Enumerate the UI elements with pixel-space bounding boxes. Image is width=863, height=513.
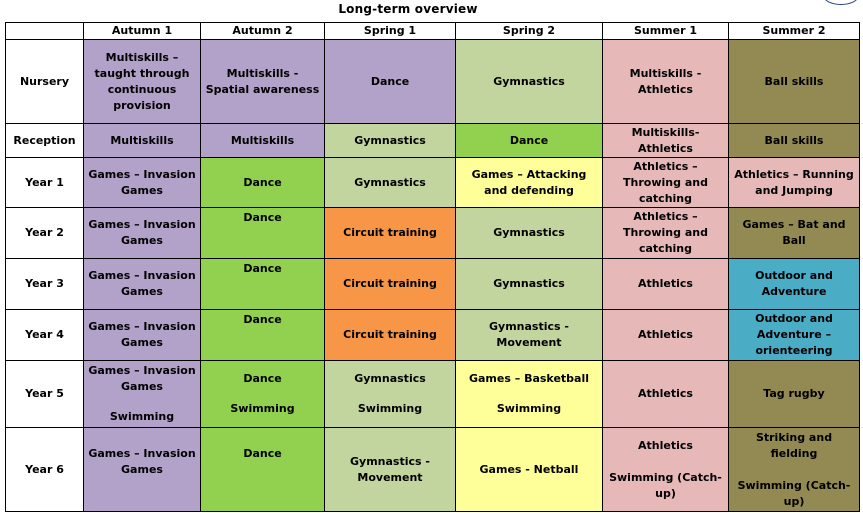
cell: Athletics [602, 309, 729, 361]
cell: Gymnastics [455, 39, 603, 124]
cell: Multiskills [83, 123, 201, 158]
table-row: Year 2 Games – Invasion Games Dance Circ… [5, 207, 860, 259]
cell-text: Games – Invasion Games [88, 364, 196, 393]
cell: Dance [200, 157, 325, 208]
cell-extra: Swimming (Catch-up) [737, 478, 851, 508]
row-label: Year 6 [5, 427, 84, 512]
cell: Athletics [602, 258, 729, 310]
table-row: Year 6 Games – Invasion Games Dance Gymn… [5, 427, 860, 512]
cell: Games – Invasion Games [83, 258, 201, 310]
cell: Dance [324, 39, 456, 124]
corner-cell [5, 22, 84, 40]
cell: Tag rugby [728, 360, 860, 428]
cell: Circuit training [324, 207, 456, 259]
cell: Games – Attacking and defending [455, 157, 603, 208]
cell: Games - Netball [455, 427, 603, 512]
row-label: Reception [5, 123, 84, 158]
cell-text: Games – Basketball [468, 372, 589, 385]
cell-text: Striking and fielding [755, 430, 833, 460]
row-label: Year 1 [5, 157, 84, 208]
cell-text: Gymnastics [354, 372, 426, 385]
cell: Athletics – Running and Jumping [728, 157, 860, 208]
term-header: Spring 2 [455, 22, 603, 40]
cell: Games – Invasion Games [83, 309, 201, 361]
table-row: Reception Multiskills Multiskills Gymnas… [5, 123, 860, 158]
cell: Games – Bat and Ball [728, 207, 860, 259]
cell-extra: Swimming [357, 402, 423, 415]
cell: Athletics [602, 360, 729, 428]
term-header: Spring 1 [324, 22, 456, 40]
cell: Games – Invasion Games [83, 157, 201, 208]
term-header: Summer 2 [728, 22, 860, 40]
cell: Outdoor and Adventure – orienteering [728, 309, 860, 361]
row-label: Year 5 [5, 360, 84, 428]
cell: Multiskills – taught through continuous … [83, 39, 201, 124]
row-label: Nursery [5, 39, 84, 124]
cell: Dance [200, 207, 325, 259]
cell-text: Athletics [638, 438, 693, 452]
term-header: Autumn 1 [83, 22, 201, 40]
cell: Gymnastics - Movement [324, 427, 456, 512]
header-row: Autumn 1 Autumn 2 Spring 1 Spring 2 Summ… [5, 22, 860, 40]
cell: Dance [200, 258, 325, 310]
cell-text: Dance [243, 372, 282, 385]
row-label: Year 3 [5, 258, 84, 310]
table-row: Year 1 Games – Invasion Games Dance Gymn… [5, 157, 860, 208]
cell: Ball skills [728, 123, 860, 158]
cell-extra: Swimming [496, 402, 562, 415]
cell: Games – Invasion Games [83, 207, 201, 259]
cell: Dance [200, 309, 325, 361]
page-title: Long-term overview [338, 2, 478, 16]
cell: Gymnastics - Movement [455, 309, 603, 361]
term-header: Summer 1 [602, 22, 729, 40]
cell: Gymnastics [455, 207, 603, 259]
cell: Dance [200, 427, 325, 512]
cell: Athletics – Throwing and catching [602, 207, 729, 259]
cell-extra: Swimming (Catch-up) [609, 470, 722, 500]
row-label: Year 4 [5, 309, 84, 361]
cell: Gymnastics [324, 123, 456, 158]
cell: Dance [455, 123, 603, 158]
cell: Circuit training [324, 309, 456, 361]
cell: Multiskills [200, 123, 325, 158]
cell-extra: Swimming [109, 410, 175, 423]
cell: Athletics – Throwing and catching [602, 157, 729, 208]
cell: Games – Invasion Games [83, 427, 201, 512]
cell-extra: Swimming [230, 402, 295, 415]
row-label: Year 2 [5, 207, 84, 259]
cell: Gymnastics [324, 157, 456, 208]
table-row: Year 3 Games – Invasion Games Dance Circ… [5, 258, 860, 310]
cell: Multiskills - Athletics [602, 39, 729, 124]
school-logo-icon [823, 0, 859, 5]
term-header: Autumn 2 [200, 22, 325, 40]
cell: Outdoor and Adventure [728, 258, 860, 310]
cell: Multiskills - Spatial awareness [200, 39, 325, 124]
cell: Multiskills- Athletics [602, 123, 729, 158]
cell: Ball skills [728, 39, 860, 124]
overview-table: Autumn 1 Autumn 2 Spring 1 Spring 2 Summ… [5, 22, 860, 512]
cell: Circuit training [324, 258, 456, 310]
cell: Gymnastics [455, 258, 603, 310]
table-row: Year 4 Games – Invasion Games Dance Circ… [5, 309, 860, 361]
table-row: Nursery Multiskills – taught through con… [5, 39, 860, 124]
